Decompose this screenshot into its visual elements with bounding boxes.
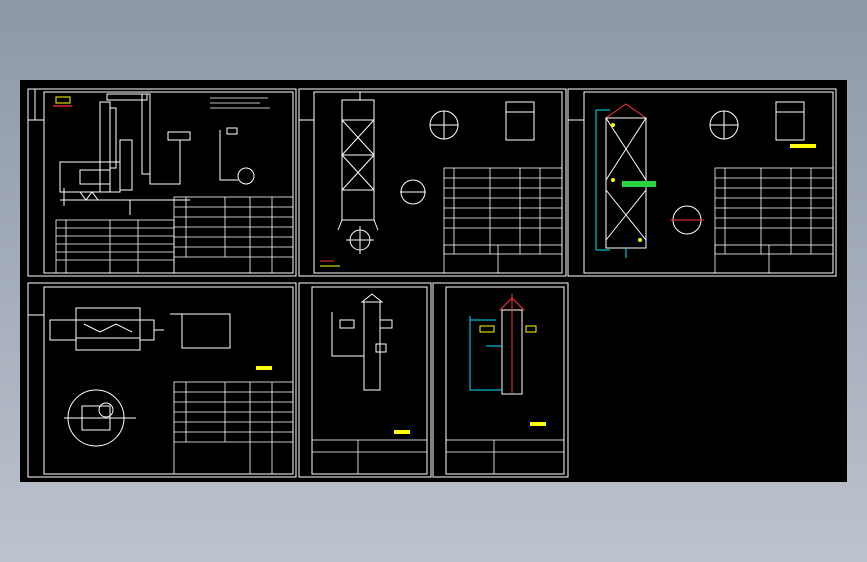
drawing-canvas[interactable] bbox=[20, 80, 847, 482]
stamp-mark bbox=[53, 96, 72, 107]
sheet-5[interactable] bbox=[298, 282, 432, 478]
detail-views bbox=[429, 101, 535, 141]
detail-views-3 bbox=[709, 101, 805, 141]
title-block-5 bbox=[311, 439, 428, 475]
drawing-svg bbox=[20, 80, 847, 482]
process-equipment bbox=[59, 93, 255, 215]
sheet-6[interactable] bbox=[432, 282, 569, 478]
tower-elevation bbox=[337, 92, 426, 254]
parts-table-2 bbox=[443, 167, 563, 274]
sheet-2[interactable] bbox=[298, 88, 567, 277]
parts-table bbox=[55, 196, 294, 274]
sheet-3[interactable] bbox=[567, 88, 837, 277]
chimney-detail bbox=[331, 293, 393, 391]
notes-block bbox=[210, 97, 270, 109]
sheet-4[interactable] bbox=[27, 282, 297, 478]
heat-exchanger bbox=[49, 307, 231, 447]
parts-table-3 bbox=[714, 167, 834, 274]
title-block-6 bbox=[445, 439, 565, 475]
chimney-detail-colored bbox=[469, 294, 537, 395]
sheet-1[interactable] bbox=[27, 88, 297, 277]
tower-elevation-colored bbox=[595, 103, 704, 258]
parts-table-4 bbox=[173, 381, 294, 475]
